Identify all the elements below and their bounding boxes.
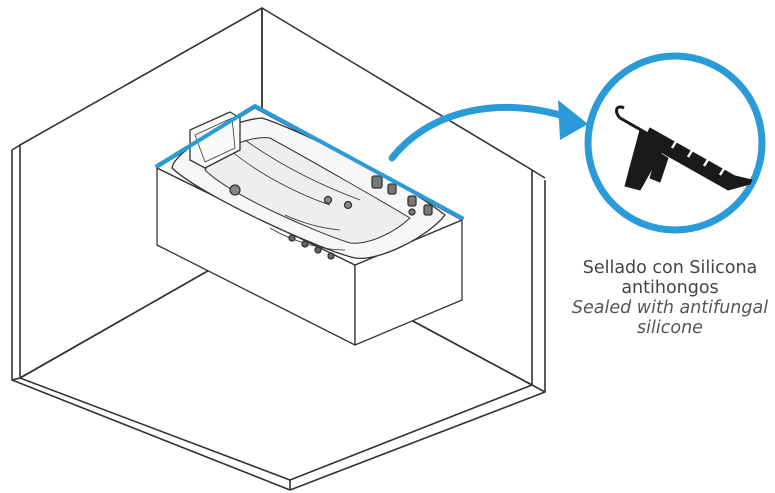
headrest-pillow [189,111,241,169]
bathtub [156,107,463,346]
hydro-jet [327,252,335,260]
hydro-jet [323,195,333,205]
silicone-caulking-gun-icon [584,52,766,234]
bathtub-basin-floor [204,137,411,244]
callout-arrow [388,100,588,162]
caption-spanish: Sellado con Silicona antihongos [582,258,758,298]
silicone-seal-caption: Sellado con Silicona antihongos Sealed w… [565,258,775,338]
hydro-jet [229,184,241,196]
silicone-seal-line [155,104,464,220]
hydro-jet [288,234,296,242]
caption-english: Sealed with antifungal silicone [571,298,769,338]
faucet-controls [371,175,433,216]
hydro-jet [301,240,309,248]
hydro-jet [314,246,322,254]
hydro-jet [343,200,353,210]
